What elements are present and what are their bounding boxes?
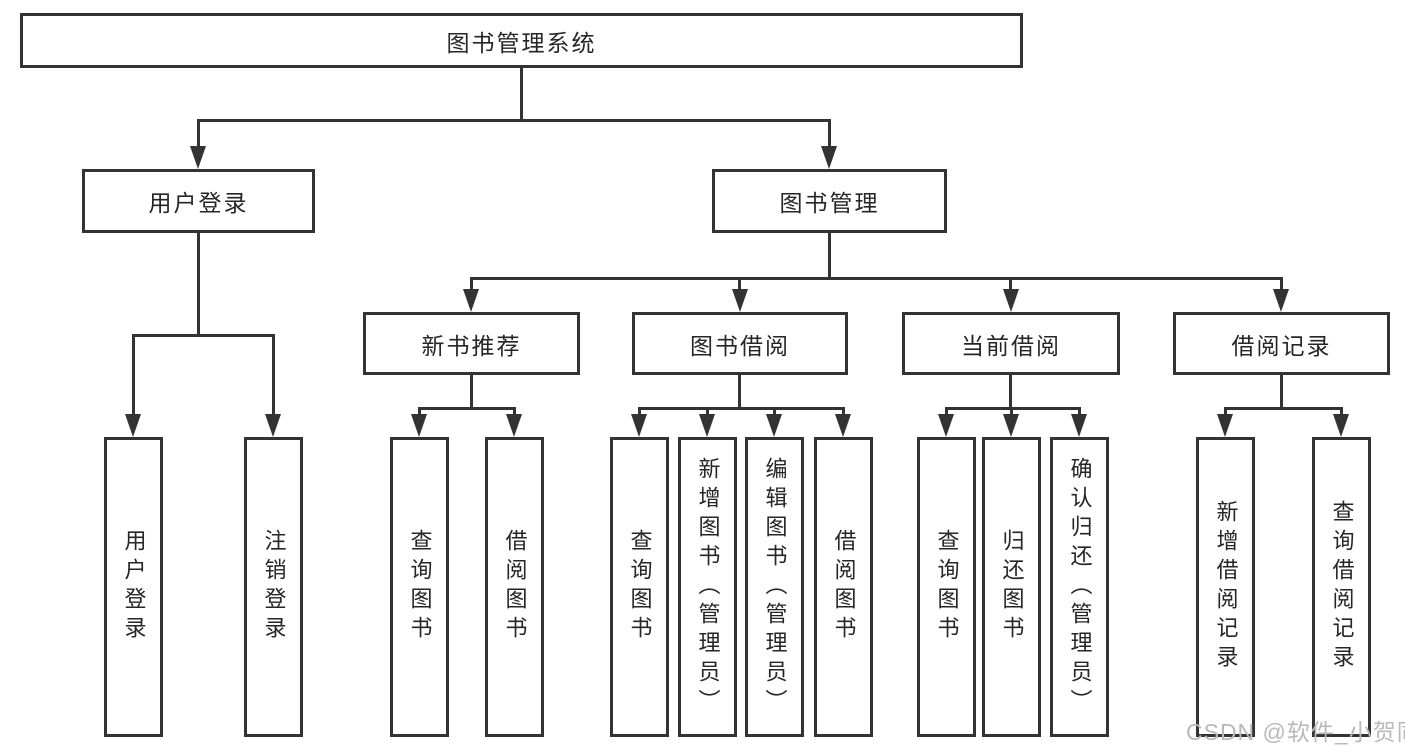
connector-leg xyxy=(513,407,516,417)
node-new-books-label: 新书推荐 xyxy=(421,332,522,359)
watermark: CSDN @软件_小贺同学 xyxy=(1186,719,1405,745)
arrow-down-icon xyxy=(1333,414,1349,437)
leaf-borrow-query-label: 查询图书 xyxy=(627,529,653,645)
connector-userlogin-branch xyxy=(132,334,275,337)
leaf-current-query: 查询图书 xyxy=(917,437,976,737)
leaf-newbooks-borrow-label: 借阅图书 xyxy=(502,529,528,645)
leaf-borrow-book: 借阅图书 xyxy=(814,437,873,737)
connector-leg xyxy=(272,334,275,417)
node-new-books: 新书推荐 xyxy=(363,312,580,375)
connector-leg xyxy=(706,407,709,417)
arrow-down-icon xyxy=(506,414,522,437)
connector-leg xyxy=(945,407,948,417)
arrow-down-icon xyxy=(265,414,281,437)
connector-leg xyxy=(773,407,776,417)
node-user-login: 用户登录 xyxy=(82,169,315,233)
leaf-logout-label: 注销登录 xyxy=(261,529,287,645)
connector-records-stem xyxy=(1280,375,1283,408)
connector-bookmgmt-stem xyxy=(828,233,831,279)
leaf-borrow-query: 查询图书 xyxy=(610,437,669,737)
connector-leg xyxy=(638,407,641,417)
connector-currentborrow-branch xyxy=(945,407,1081,410)
connector-leg xyxy=(1280,277,1283,292)
connector-leg xyxy=(738,277,741,292)
leaf-borrow-book-label: 借阅图书 xyxy=(831,529,857,645)
arrow-down-icon xyxy=(1071,414,1087,437)
connector-leg xyxy=(197,119,200,149)
leaf-current-confirm-admin-label: 确认归还（管理员） xyxy=(1067,456,1093,718)
node-borrow-records: 借阅记录 xyxy=(1173,312,1390,375)
arrow-down-icon xyxy=(125,414,141,437)
node-book-borrow: 图书借阅 xyxy=(632,312,848,375)
leaf-records-add: 新增借阅记录 xyxy=(1196,437,1255,737)
leaf-records-add-label: 新增借阅记录 xyxy=(1213,500,1239,674)
arrow-down-icon xyxy=(631,414,647,437)
node-book-borrow-label: 图书借阅 xyxy=(690,332,790,359)
node-root-label: 图书管理系统 xyxy=(446,29,597,56)
node-current-borrow: 当前借阅 xyxy=(902,312,1120,375)
connector-newbooks-stem xyxy=(470,375,473,408)
leaf-records-query-label: 查询借阅记录 xyxy=(1329,500,1355,674)
arrow-down-icon xyxy=(732,289,748,312)
node-user-login-label: 用户登录 xyxy=(148,190,249,216)
leaf-borrow-add-admin: 新增图书（管理员） xyxy=(678,437,737,737)
node-root: 图书管理系统 xyxy=(20,13,1023,68)
connector-userlogin-stem xyxy=(197,233,200,336)
node-current-borrow-label: 当前借阅 xyxy=(961,332,1061,359)
connector-root-branch xyxy=(197,119,831,122)
leaf-logout: 注销登录 xyxy=(244,437,303,737)
leaf-borrow-edit-admin: 编辑图书（管理员） xyxy=(745,437,804,737)
connector-leg xyxy=(1078,407,1081,417)
arrow-down-icon xyxy=(463,289,479,312)
leaf-newbooks-query-label: 查询图书 xyxy=(407,529,433,645)
arrow-down-icon xyxy=(1003,289,1019,312)
arrow-down-icon xyxy=(1217,414,1233,437)
leaf-newbooks-query: 查询图书 xyxy=(390,437,449,737)
arrow-down-icon xyxy=(766,414,782,437)
connector-leg xyxy=(470,277,473,292)
arrow-down-icon xyxy=(1003,414,1019,437)
connector-leg xyxy=(132,334,135,417)
leaf-records-query: 查询借阅记录 xyxy=(1312,437,1371,737)
arrow-down-icon xyxy=(835,414,851,437)
arrow-down-icon xyxy=(821,146,837,169)
connector-newbooks-branch xyxy=(418,407,516,410)
node-book-management: 图书管理 xyxy=(712,169,947,233)
connector-root-stem xyxy=(520,68,523,121)
leaf-borrow-edit-admin-label: 编辑图书（管理员） xyxy=(762,456,788,718)
connector-leg xyxy=(1009,277,1012,292)
leaf-user-login: 用户登录 xyxy=(104,437,163,737)
leaf-borrow-add-admin-label: 新增图书（管理员） xyxy=(695,456,721,718)
connector-leg xyxy=(418,407,421,417)
leaf-user-login-label: 用户登录 xyxy=(121,529,147,645)
leaf-newbooks-borrow: 借阅图书 xyxy=(485,437,544,737)
leaf-current-query-label: 查询图书 xyxy=(934,529,960,645)
connector-bookborrow-stem xyxy=(738,375,741,408)
arrow-down-icon xyxy=(938,414,954,437)
leaf-current-return: 归还图书 xyxy=(982,437,1041,737)
connector-leg xyxy=(1340,407,1343,417)
arrow-down-icon xyxy=(190,146,206,169)
leaf-current-return-label: 归还图书 xyxy=(999,529,1025,645)
arrow-down-icon xyxy=(411,414,427,437)
connector-bookborrow-branch xyxy=(638,407,845,410)
arrow-down-icon xyxy=(699,414,715,437)
leaf-current-confirm-admin: 确认归还（管理员） xyxy=(1050,437,1109,737)
connector-bookmgmt-branch xyxy=(470,277,1283,280)
connector-records-branch xyxy=(1224,407,1343,410)
connector-currentborrow-stem xyxy=(1009,375,1012,408)
node-borrow-records-label: 借阅记录 xyxy=(1231,332,1332,359)
connector-leg xyxy=(1010,407,1013,417)
connector-leg xyxy=(842,407,845,417)
connector-leg xyxy=(1224,407,1227,417)
connector-leg xyxy=(828,119,831,149)
node-book-management-label: 图书管理 xyxy=(779,190,880,216)
arrow-down-icon xyxy=(1273,289,1289,312)
